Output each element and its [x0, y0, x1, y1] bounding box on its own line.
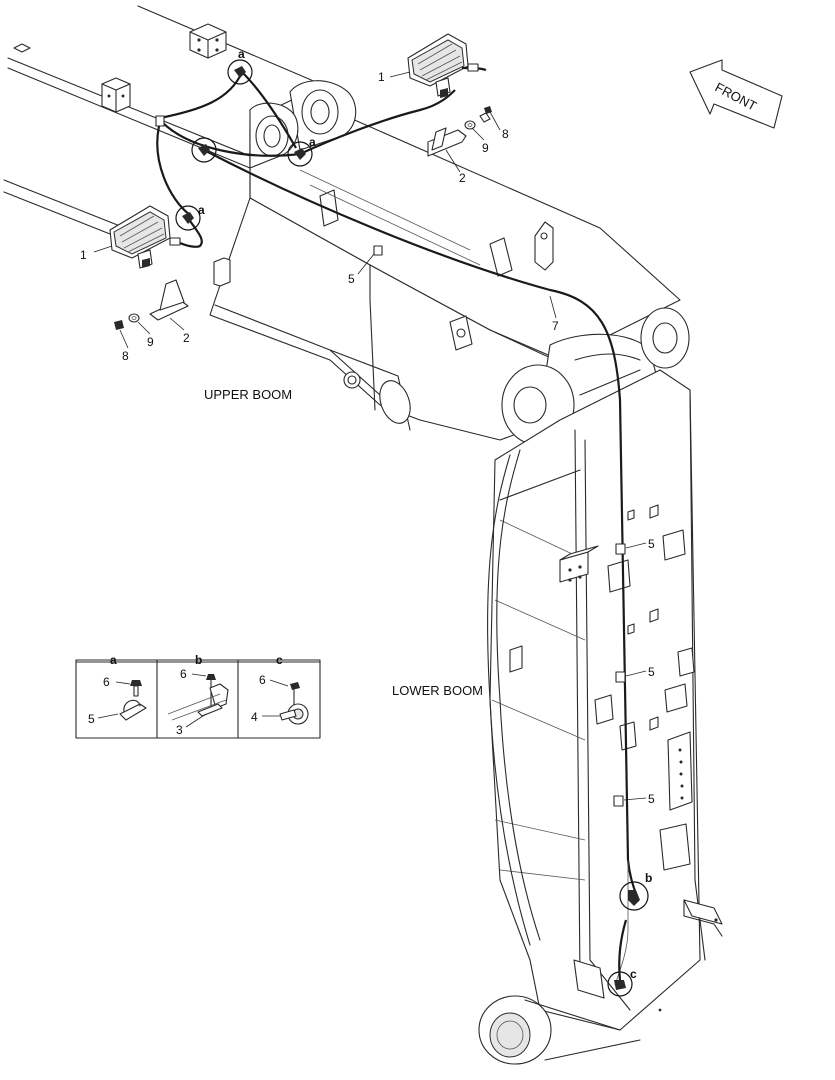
- detail-panel-c: c 6 4: [251, 653, 309, 725]
- detail-ref-c: c: [630, 967, 637, 981]
- detail-ref-a-1: a: [238, 47, 245, 61]
- lower-boom-body: [478, 369, 723, 1065]
- detail-c-part-bottom: 4: [251, 710, 258, 724]
- detail-ref-circles: [175, 59, 649, 997]
- front-direction-arrow: FRONT: [689, 59, 783, 129]
- callout-clip-upper: 5: [348, 272, 355, 286]
- detail-b-part-bottom: 3: [176, 723, 183, 737]
- detail-b-part-top: 6: [180, 667, 187, 681]
- callout-washer-left: 9: [147, 335, 154, 349]
- detail-ref-b: b: [645, 871, 652, 885]
- callout-clip-lower-2: 5: [648, 665, 655, 679]
- upper-boom-label: UPPER BOOM: [204, 387, 292, 402]
- work-lamp-left: [109, 205, 181, 269]
- callout-washer-top: 9: [482, 141, 489, 155]
- wire-harness: [156, 71, 640, 986]
- callout-numbers: 1 1 2 2 9 9 8 8 5 7 5 5 5: [80, 70, 655, 806]
- detail-panel-a: a 6 5: [88, 653, 147, 726]
- detail-ref-letters: a a a b c: [198, 47, 652, 981]
- harness-clips: [155, 115, 626, 807]
- detail-panel-a-title: a: [110, 653, 117, 667]
- upper-boom-rails: [3, 5, 331, 235]
- detail-panel-b-title: b: [195, 653, 202, 667]
- callout-bracket-top: 2: [459, 171, 466, 185]
- leader-lines: [93, 71, 647, 801]
- detail-ref-a-3: a: [198, 203, 205, 217]
- detail-c-part-top: 6: [259, 673, 266, 687]
- callout-harness: 7: [552, 319, 559, 333]
- lower-boom-label: LOWER BOOM: [392, 683, 483, 698]
- callout-clip-lower-3: 5: [648, 792, 655, 806]
- detail-panel-c-title: c: [276, 653, 283, 667]
- callout-bolt-top: 8: [502, 127, 509, 141]
- callout-lamp-left: 1: [80, 248, 87, 262]
- detail-a-part-bottom: 5: [88, 712, 95, 726]
- callout-bracket-left: 2: [183, 331, 190, 345]
- detail-ref-a-2: a: [309, 135, 316, 149]
- detail-panel-b: b 6 3: [167, 653, 229, 737]
- bracket-left: [114, 257, 231, 330]
- detail-a-part-top: 6: [103, 675, 110, 689]
- callout-clip-lower-1: 5: [648, 537, 655, 551]
- callout-lamp-top: 1: [378, 70, 385, 84]
- work-lamp-top: [407, 33, 487, 98]
- callout-bolt-left: 8: [122, 349, 129, 363]
- detail-box: a 6 5 b 6 3 c: [75, 653, 321, 739]
